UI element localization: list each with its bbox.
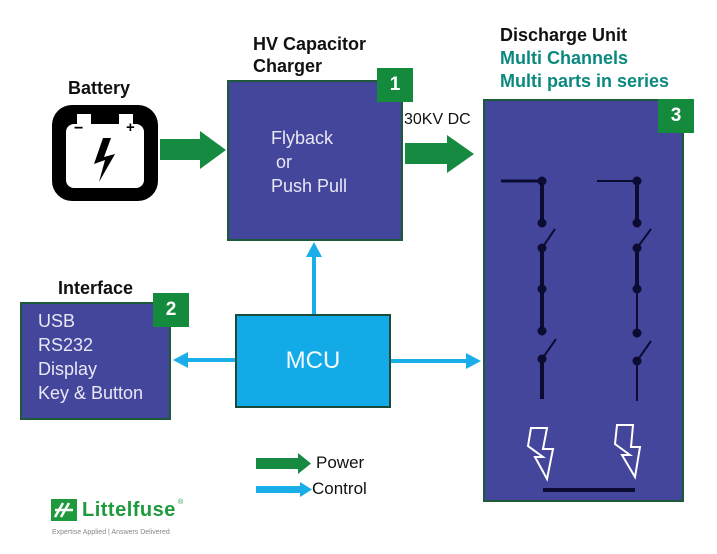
charger-line-3: Push Pull [271, 176, 348, 196]
channel-2 [597, 176, 652, 401]
interface-badge: 2 [153, 293, 189, 327]
charger-badge: 1 [377, 68, 413, 102]
littelfuse-logo-icon [51, 499, 77, 521]
interface-item-display: Display [38, 359, 98, 379]
power-arrow-battery-to-charger [160, 131, 226, 169]
battery-icon: − + [49, 102, 161, 204]
battery-plus: + [126, 119, 135, 136]
discharge-title-group: Discharge Unit Multi Channels Multi part… [500, 24, 669, 93]
power-arrow-charger-to-discharge [405, 135, 474, 173]
logo-registered: ® [178, 499, 184, 506]
charger-text: Flyback or Push Pull [271, 126, 347, 198]
charger-line-1: Flyback [271, 128, 334, 148]
charger-title: HV Capacitor Charger [253, 33, 366, 77]
battery-minus: − [74, 120, 84, 137]
charger-title-line2: Charger [253, 56, 323, 76]
littelfuse-logo: Littelfuse ® Expertise Applied | Answers… [51, 499, 191, 544]
discharge-title: Discharge Unit [500, 25, 628, 45]
charger-title-line1: HV Capacitor [253, 34, 367, 54]
littelfuse-tagline: Expertise Applied | Answers Delivered [52, 529, 170, 536]
interface-item-usb: USB [38, 311, 76, 331]
interface-title: Interface [58, 278, 134, 298]
output-voltage-label: 30KV DC [404, 111, 471, 128]
legend: Power Control [256, 452, 396, 504]
control-arrow-mcu-to-interface [173, 352, 235, 368]
control-arrow-mcu-to-discharge [390, 353, 481, 369]
discharge-block[interactable] [483, 99, 684, 502]
channel-1 [501, 176, 557, 399]
lightning-icon [613, 424, 642, 480]
littelfuse-logo-name: Littelfuse [82, 499, 176, 521]
power-arrow-icon [256, 453, 311, 474]
charger-block[interactable]: Flyback or Push Pull [227, 80, 403, 241]
discharge-subtitle-1: Multi Channels [500, 48, 629, 68]
interface-list: USB RS232 Display Key & Button [38, 309, 143, 405]
legend-power-label: Power [316, 453, 365, 472]
interface-block[interactable]: USB RS232 Display Key & Button [20, 302, 171, 420]
mcu-label: MCU [285, 347, 341, 374]
lightning-icon [526, 427, 555, 482]
charger-line-2: or [271, 152, 293, 172]
battery-label: Battery [68, 78, 131, 98]
discharge-schematic [501, 176, 652, 492]
discharge-badge: 3 [658, 99, 694, 133]
control-arrow-mcu-to-charger [306, 242, 322, 314]
mcu-block[interactable]: MCU [235, 314, 391, 408]
legend-control-label: Control [312, 479, 367, 498]
discharge-subtitle-2: Multi parts in series [500, 71, 670, 91]
interface-item-key-button: Key & Button [38, 383, 144, 403]
interface-item-rs232: RS232 [38, 335, 94, 355]
control-arrow-icon [256, 482, 312, 497]
